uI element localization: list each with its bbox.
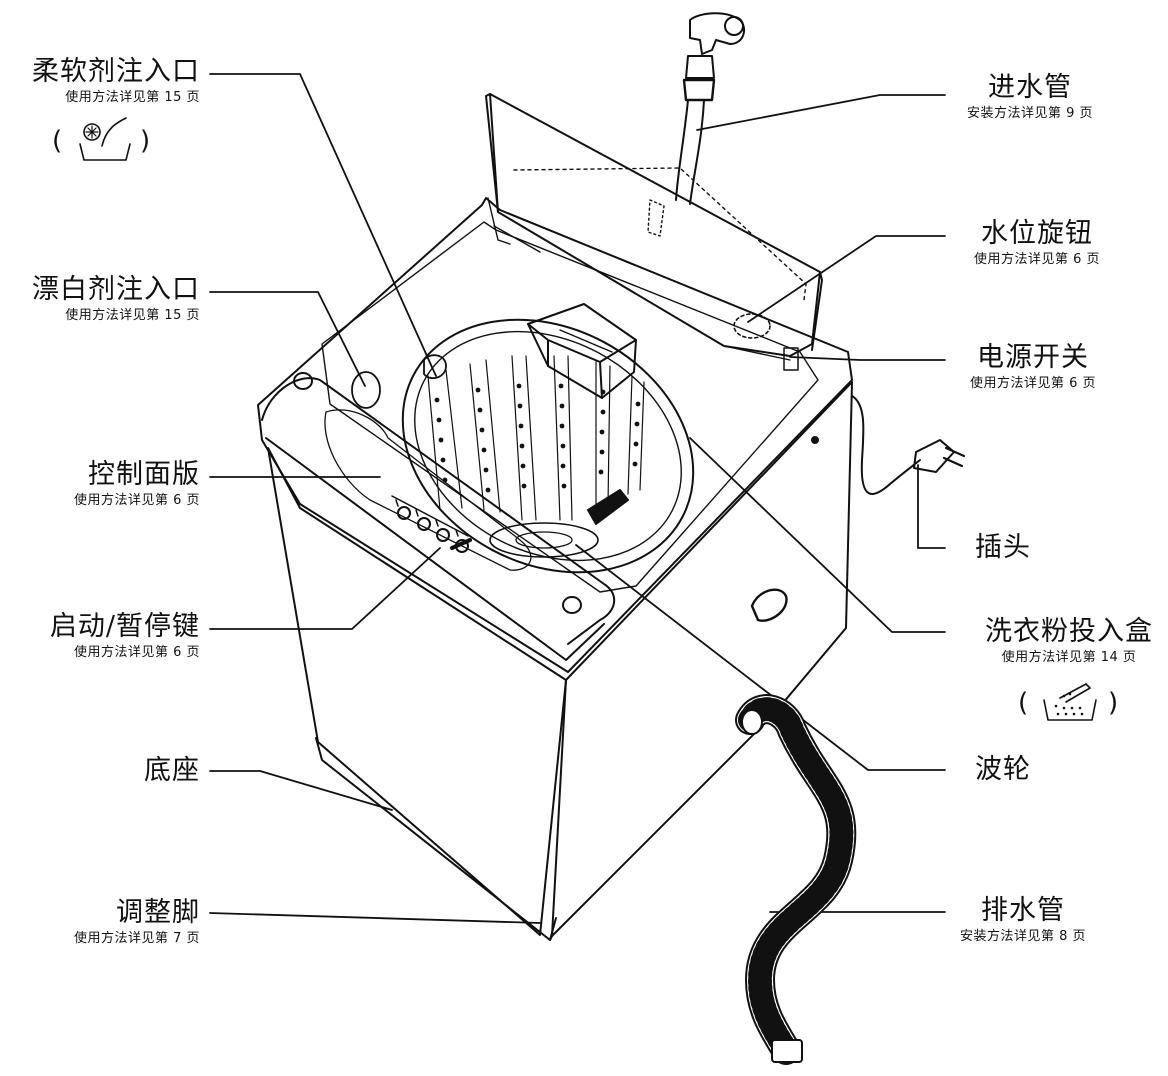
panel-button-2 xyxy=(417,517,431,531)
leader-plug xyxy=(917,464,946,549)
base-band xyxy=(315,737,557,941)
top-deck xyxy=(257,197,853,673)
power-switch xyxy=(783,347,799,371)
leader-detergent xyxy=(689,437,946,633)
leader-softener xyxy=(209,73,437,377)
water-level-knob xyxy=(733,313,771,339)
drum xyxy=(351,318,695,574)
label-subtitle: 使用方法详见第 6 页 xyxy=(73,493,200,508)
label-start-pause: 启动/暂停键 使用方法详见第 6 页 xyxy=(50,613,200,659)
leader-inlet-hose xyxy=(696,94,946,131)
panel-lip xyxy=(261,377,615,645)
detergent-paren-close: ) xyxy=(1108,688,1119,718)
lid xyxy=(485,93,823,371)
detergent-box xyxy=(527,303,637,399)
label-subtitle: 安装方法详见第 8 页 xyxy=(959,929,1087,944)
label-softener-inlet: 柔软剂注入口 使用方法详见第 15 页 xyxy=(32,58,200,104)
softener-paren-close: ) xyxy=(140,126,151,156)
leader-power-switch xyxy=(789,356,946,361)
leader-base xyxy=(209,770,393,811)
label-title: 进水管 xyxy=(988,72,1072,103)
inlet-hose-assembly xyxy=(675,12,746,205)
label-title: 漂白剂注入口 xyxy=(32,274,200,305)
label-title: 电源开关 xyxy=(977,342,1089,373)
water-tap xyxy=(689,12,746,55)
label-title: 洗衣粉投入盒 xyxy=(985,616,1153,647)
detergent-paren-open: ( xyxy=(1018,688,1029,718)
tub-outer-ring xyxy=(401,318,695,574)
label-subtitle: 使用方法详见第 6 页 xyxy=(969,376,1097,391)
leader-pulsator xyxy=(575,544,946,771)
label-inlet-hose: 进水管 安装方法详见第 9 页 xyxy=(945,74,1115,120)
label-base: 底座 xyxy=(144,757,200,784)
softener-inlet xyxy=(423,354,447,380)
label-title: 控制面版 xyxy=(88,459,200,490)
label-control-panel: 控制面版 使用方法详见第 6 页 xyxy=(74,461,200,507)
label-title: 插头 xyxy=(975,532,1031,563)
side-handle xyxy=(750,588,788,622)
panel-indicator-left xyxy=(293,372,313,390)
drain-hose xyxy=(735,694,857,1065)
label-title: 底座 xyxy=(144,755,200,786)
label-title: 柔软剂注入口 xyxy=(32,56,200,87)
label-subtitle: 使用方法详见第 7 页 xyxy=(73,931,200,946)
label-title: 启动/暂停键 xyxy=(49,611,200,642)
leader-bleach xyxy=(209,291,366,387)
label-subtitle: 使用方法详见第 6 页 xyxy=(73,645,200,660)
label-subtitle: 使用方法详见第 14 页 xyxy=(1001,650,1137,665)
label-title: 水位旋钮 xyxy=(981,218,1093,249)
label-subtitle: 使用方法详见第 15 页 xyxy=(65,90,200,105)
detergent-symbol-icon xyxy=(1043,683,1097,721)
label-title: 排水管 xyxy=(981,895,1065,926)
label-subtitle: 使用方法详见第 6 页 xyxy=(973,252,1101,267)
front-face xyxy=(267,447,567,936)
tub-inner-ring xyxy=(414,330,682,562)
side-face xyxy=(551,381,853,937)
panel-button-1 xyxy=(397,506,411,520)
panel-indicator-right xyxy=(562,596,582,614)
label-pulsator: 波轮 xyxy=(975,756,1031,783)
inlet-hose xyxy=(675,99,705,205)
leader-adjust-feet xyxy=(209,912,541,924)
pulsator xyxy=(489,522,599,558)
label-title: 波轮 xyxy=(975,754,1031,785)
label-bleach-inlet: 漂白剂注入口 使用方法详见第 15 页 xyxy=(32,276,200,322)
label-detergent-box: 洗衣粉投入盒 使用方法详见第 14 页 xyxy=(975,618,1163,664)
label-water-level-knob: 水位旋钮 使用方法详见第 6 页 xyxy=(952,220,1122,266)
machine-body xyxy=(257,197,853,941)
label-subtitle: 使用方法详见第 15 页 xyxy=(65,308,200,323)
label-drain-hose: 排水管 安装方法详见第 8 页 xyxy=(938,897,1108,943)
button-strip xyxy=(391,495,469,537)
leader-water-level xyxy=(747,235,946,323)
label-plug: 插头 xyxy=(975,534,1031,561)
softener-paren-open: ( xyxy=(52,126,63,156)
drum-perforations xyxy=(427,355,645,521)
label-adjust-feet: 调整脚 使用方法详见第 7 页 xyxy=(74,899,200,945)
bleach-inlet xyxy=(351,371,381,409)
leader-start-pause xyxy=(209,547,441,630)
power-cord xyxy=(851,395,966,495)
label-subtitle: 安装方法详见第 9 页 xyxy=(966,106,1094,121)
label-title: 调整脚 xyxy=(116,897,200,928)
softener-symbol-icon xyxy=(79,117,131,161)
panel-button-3 xyxy=(436,528,450,542)
plug xyxy=(913,439,955,473)
label-power-switch: 电源开关 使用方法详见第 6 页 xyxy=(948,344,1118,390)
